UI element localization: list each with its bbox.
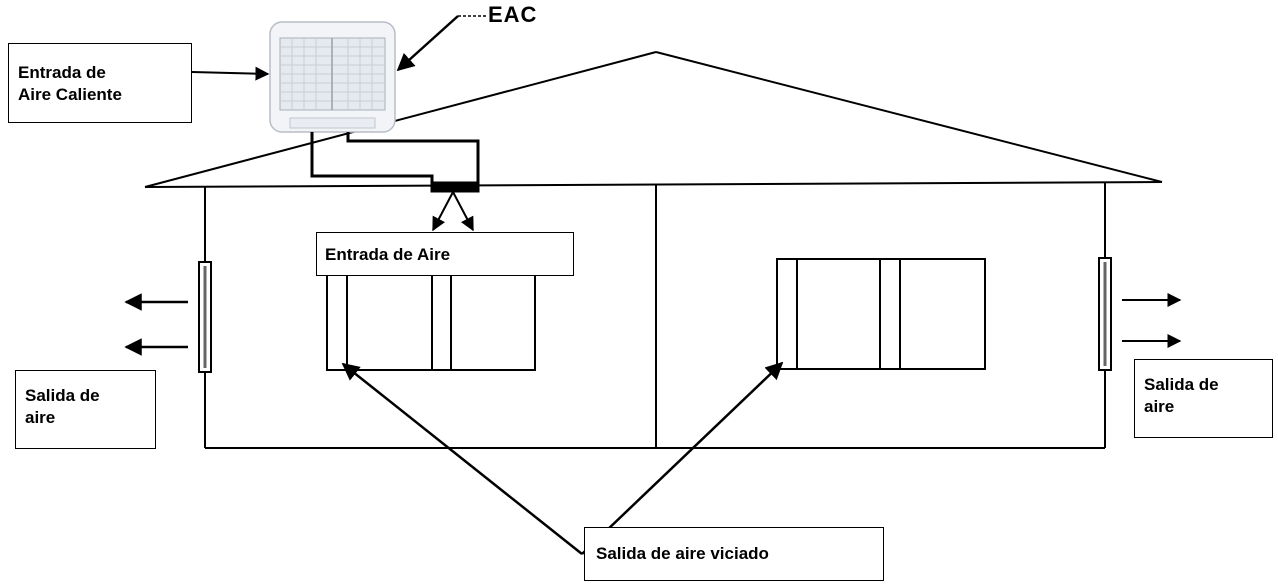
air-outlet-right-label: Salida de aire bbox=[1134, 359, 1273, 438]
air-inlet-label: Entrada de Aire bbox=[316, 232, 574, 276]
vent-right bbox=[1098, 257, 1112, 371]
window-left bbox=[326, 271, 536, 371]
hot-air-arrow bbox=[191, 66, 270, 81]
stale-air-pointers bbox=[341, 361, 784, 555]
eac-label: EAC bbox=[488, 2, 538, 27]
eac-pointer-arrow bbox=[396, 15, 486, 72]
vent-left bbox=[198, 261, 212, 373]
outlet-arrows-right bbox=[1122, 293, 1182, 348]
evaporative-cooler-icon bbox=[269, 21, 396, 133]
air-outlet-left-label: Salida de aire bbox=[15, 370, 156, 449]
roof bbox=[144, 51, 1163, 188]
window-right bbox=[776, 258, 986, 370]
air-inlet-arrows bbox=[432, 191, 474, 232]
hot-air-inlet-label: Entrada de Aire Caliente bbox=[8, 43, 192, 123]
house-walls bbox=[204, 183, 1106, 449]
outlet-arrows-left bbox=[124, 293, 188, 356]
supply-duct bbox=[310, 132, 480, 193]
stale-air-outlet-label: Salida de aire viciado bbox=[584, 527, 884, 581]
